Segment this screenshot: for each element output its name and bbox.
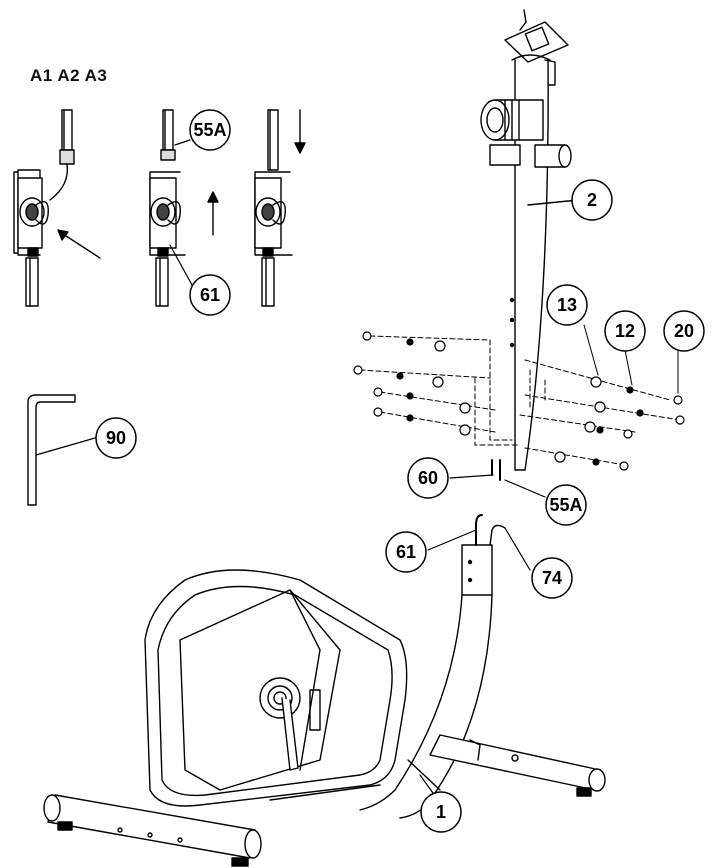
callout-13: 13: [557, 295, 577, 315]
callout-12: 12: [615, 321, 635, 341]
callout-61-lower: 61: [396, 542, 416, 562]
callout-20: 20: [674, 321, 694, 341]
callout-2: 2: [587, 190, 597, 210]
callout-61-detail: 61: [200, 285, 220, 305]
bolt-set: [353, 324, 685, 471]
callout-circles: [95, 109, 705, 833]
callout-1: 1: [436, 802, 446, 822]
detail-a3: [254, 109, 306, 307]
allen-key: [27, 394, 96, 506]
detail-a1: [13, 109, 101, 307]
handlebar-post: [480, 9, 579, 481]
callout-55a-lower: 55A: [549, 495, 582, 515]
callout-60: 60: [418, 468, 438, 488]
callout-90: 90: [106, 428, 126, 448]
leader-lines: [169, 139, 546, 801]
callout-55a-top: 55A: [193, 120, 226, 140]
detail-a2: [149, 109, 219, 307]
steps-label: A1 A2 A3: [30, 66, 108, 85]
frame-main: [43, 514, 606, 867]
callout-labels: 55A 61 2 13 12 20 90 60 55A 61 74 1: [106, 120, 694, 822]
callout-74: 74: [542, 568, 562, 588]
